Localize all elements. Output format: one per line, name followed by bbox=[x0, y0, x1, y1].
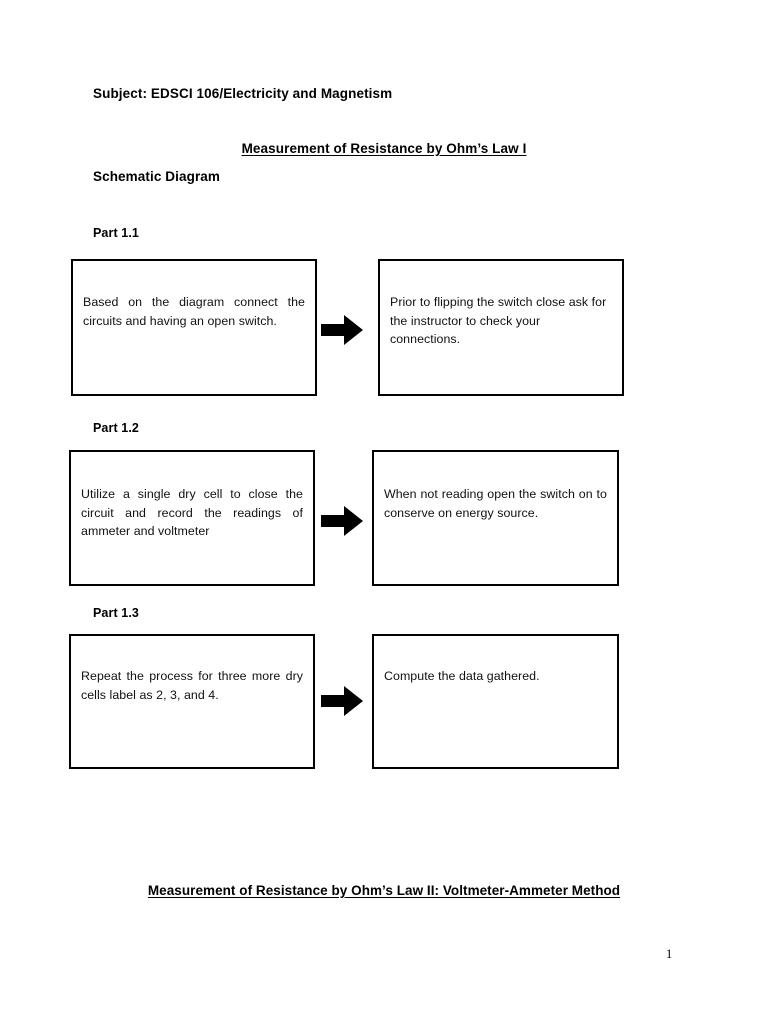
page-title-part-one-text: Measurement of Resistance by Ohm’s Law I bbox=[241, 141, 527, 156]
page-number: 1 bbox=[666, 947, 673, 961]
page-title-part-two: Measurement of Resistance by Ohm’s Law I… bbox=[0, 883, 768, 898]
part-label-1-2: Part 1.2 bbox=[93, 421, 139, 435]
flow-box-text: Based on the diagram connect the circuit… bbox=[83, 295, 305, 328]
page-title-part-two-text: Measurement of Resistance by Ohm’s Law I… bbox=[147, 883, 621, 898]
right-block-arrow-icon bbox=[321, 686, 363, 716]
flow-box-1-3-right: Compute the data gathered. bbox=[372, 634, 619, 769]
flow-box-text: Repeat the process for three more dry ce… bbox=[81, 669, 303, 702]
subject-line: Subject: EDSCI 106/Electricity and Magne… bbox=[93, 86, 393, 101]
page-title-part-one: Measurement of Resistance by Ohm’s Law I bbox=[0, 141, 768, 156]
right-block-arrow-icon bbox=[321, 506, 363, 536]
flow-box-1-2-left: Utilize a single dry cell to close the c… bbox=[69, 450, 315, 586]
flow-box-text: Utilize a single dry cell to close the c… bbox=[81, 487, 303, 538]
flow-box-1-1-left: Based on the diagram connect the circuit… bbox=[71, 259, 317, 396]
flow-box-1-1-right: Prior to flipping the switch close ask f… bbox=[378, 259, 624, 396]
flow-box-text: Prior to flipping the switch close ask f… bbox=[390, 295, 607, 346]
part-label-1-1: Part 1.1 bbox=[93, 226, 139, 240]
section-heading-schematic-diagram: Schematic Diagram bbox=[93, 169, 221, 184]
flow-box-1-3-left: Repeat the process for three more dry ce… bbox=[69, 634, 315, 769]
flow-box-1-2-right: When not reading open the switch on to c… bbox=[372, 450, 619, 586]
flow-box-text: When not reading open the switch on to c… bbox=[384, 487, 607, 520]
flow-box-text: Compute the data gathered. bbox=[384, 669, 540, 683]
right-block-arrow-icon bbox=[321, 315, 363, 345]
part-label-1-3: Part 1.3 bbox=[93, 606, 139, 620]
